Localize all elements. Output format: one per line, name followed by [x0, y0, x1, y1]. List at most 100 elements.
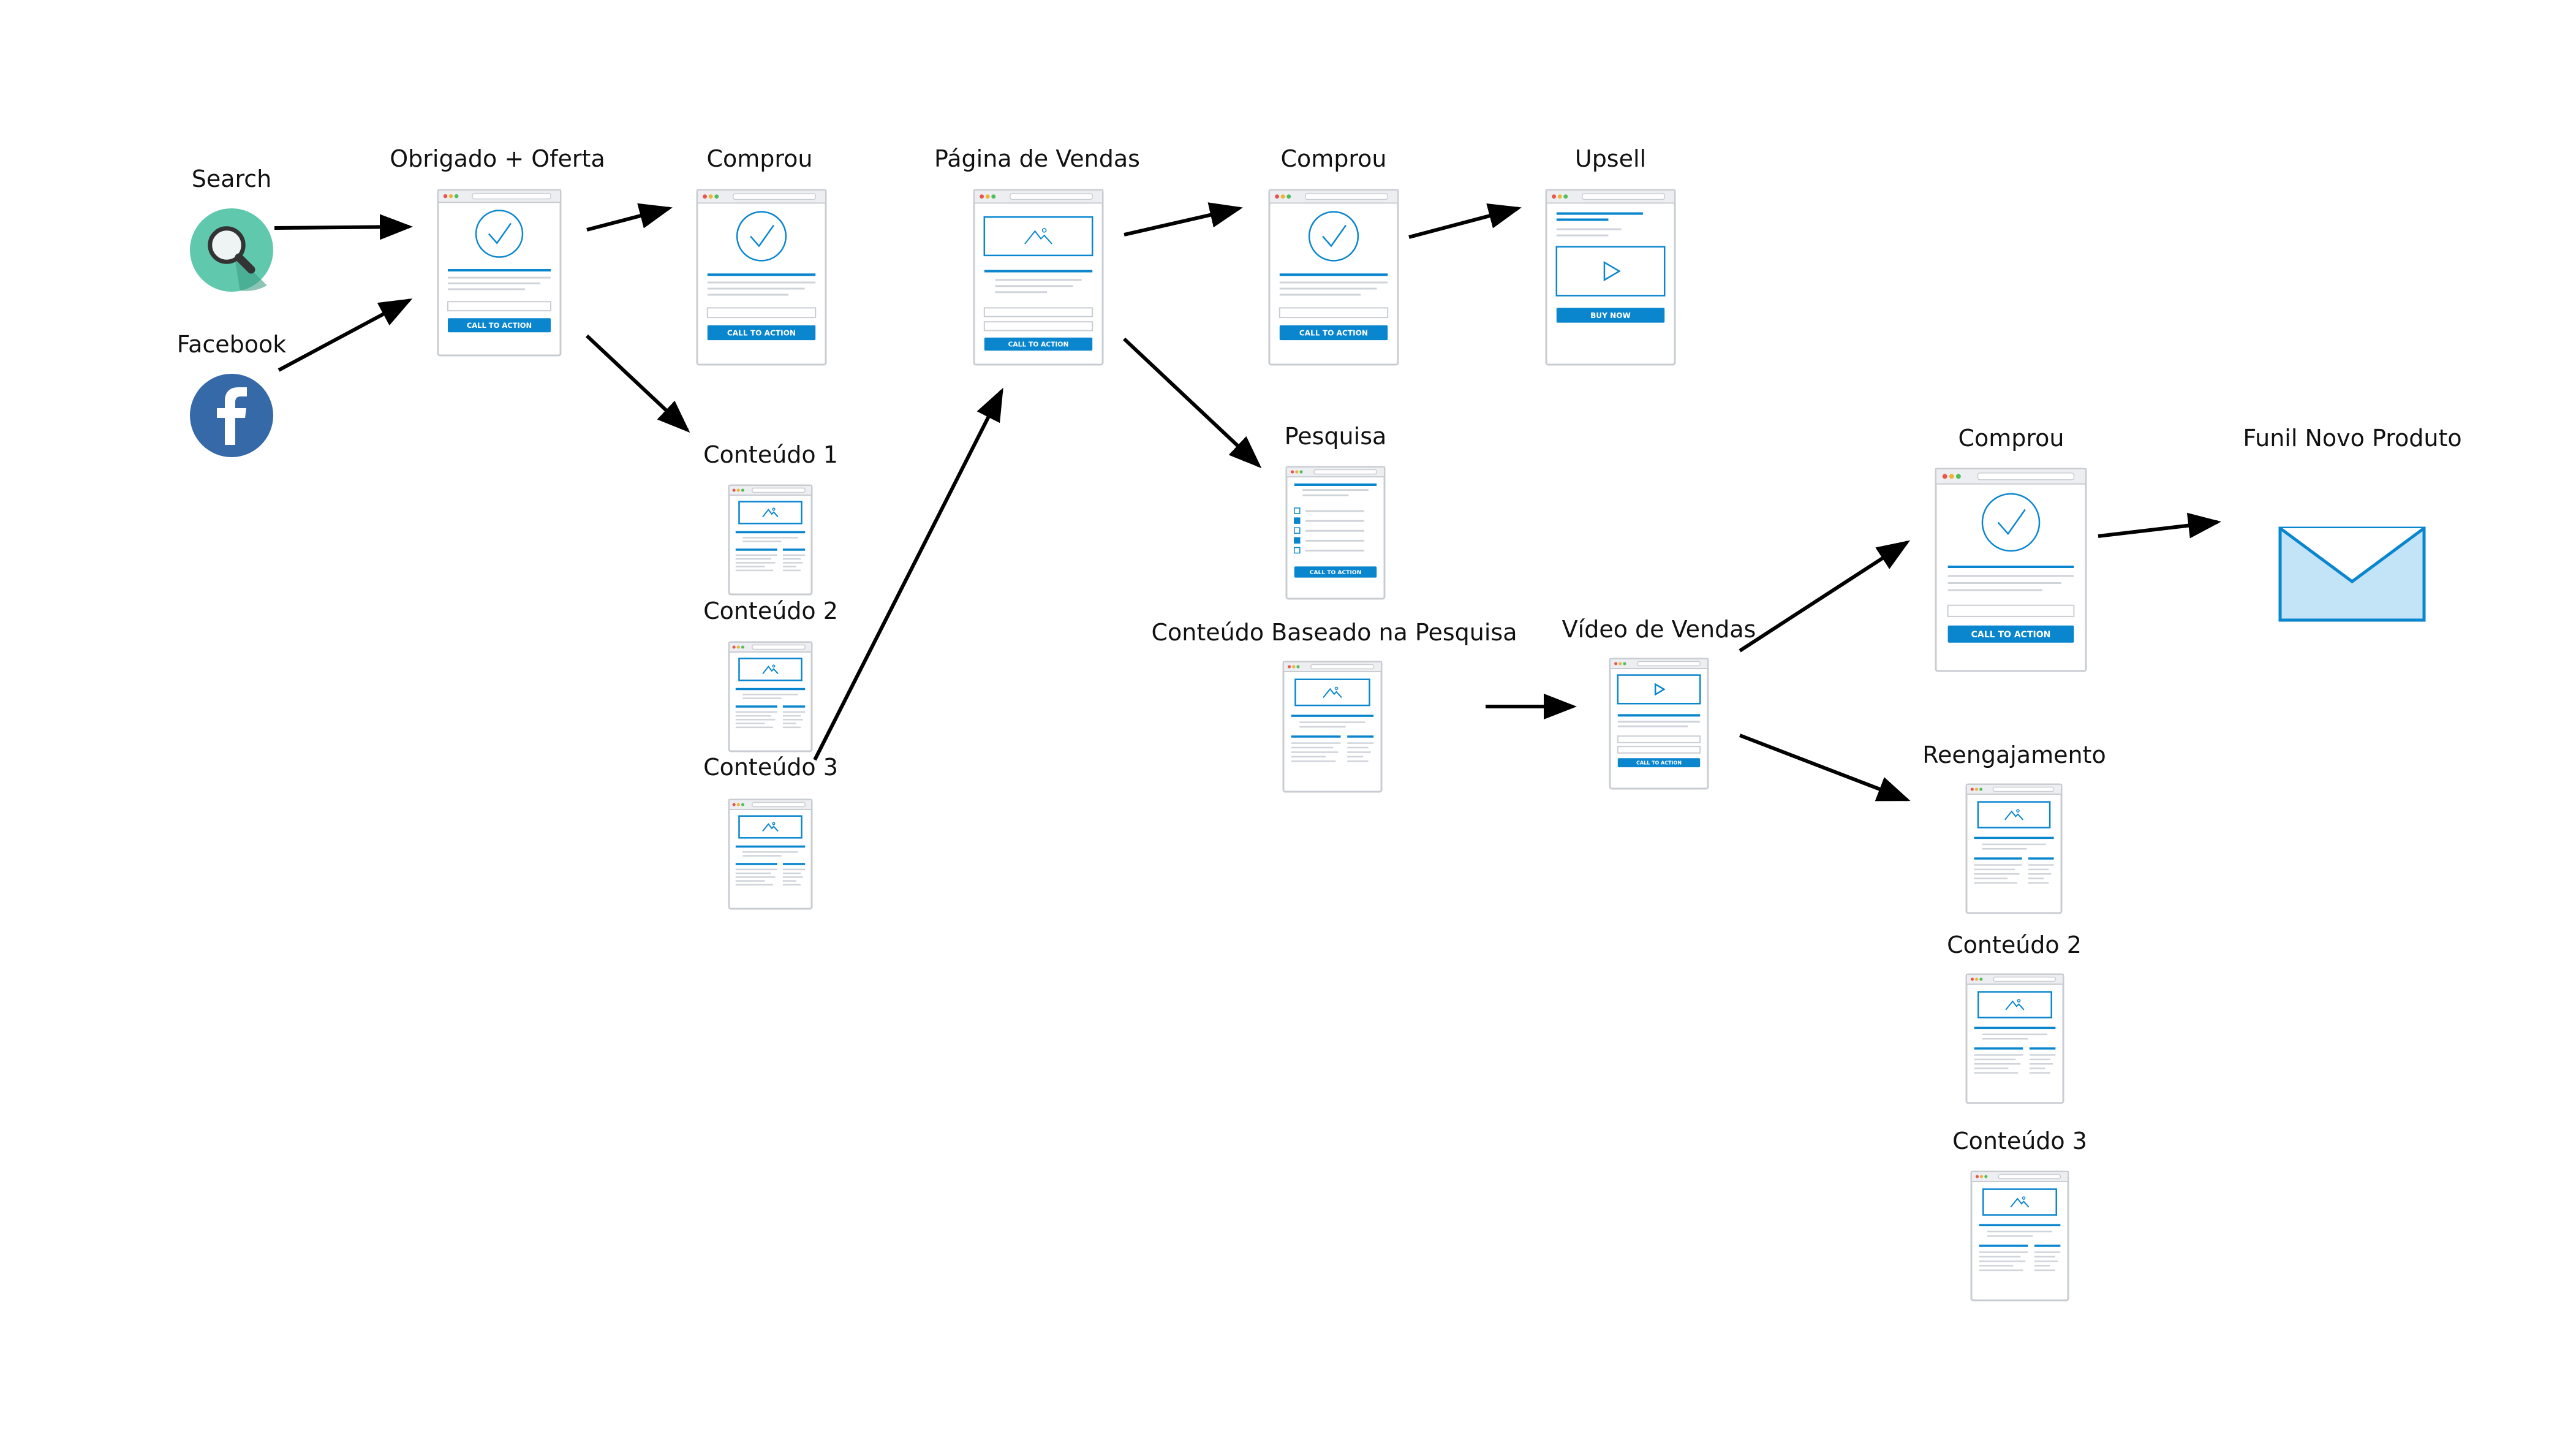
window-dot: [1970, 977, 1974, 981]
address-bar: [472, 192, 551, 200]
envelope-icon: [2278, 526, 2426, 622]
cta-button-label: CALL TO ACTION: [1310, 570, 1362, 576]
arrow-search-to-obrigado_oferta: [274, 214, 413, 240]
address-bar: [1305, 193, 1388, 200]
cta-button: CALL TO ACTION: [448, 318, 551, 333]
form-field: [983, 321, 1093, 332]
window-dot: [1292, 665, 1296, 669]
address-bar: [1310, 664, 1374, 670]
window-dot: [443, 194, 448, 199]
source-label: Facebook: [177, 331, 287, 358]
page-mockup: [1965, 973, 2064, 1104]
window-dot: [1979, 787, 1983, 791]
page-node-conteudo-3: Conteúdo 3: [703, 754, 838, 910]
window-dot: [1295, 470, 1299, 474]
image-placeholder-icon: [1982, 1188, 2057, 1216]
window-dot: [1286, 194, 1291, 199]
page-mockup: [728, 641, 813, 752]
page-label: Conteúdo 3: [703, 754, 838, 781]
page-mockup: [728, 798, 813, 910]
address-bar: [1993, 976, 2057, 982]
window-dot: [980, 194, 984, 199]
form-field: [1617, 746, 1701, 754]
window-dot: [448, 194, 453, 199]
window-dot: [708, 194, 713, 199]
radio-option: [1294, 537, 1301, 544]
page-label: Comprou: [1280, 145, 1386, 172]
page-label: Obrigado + Oferta: [390, 145, 605, 172]
checkmark-icon: [736, 211, 787, 262]
page-mockup: CALL TO ACTION: [1285, 466, 1386, 600]
address-bar: [1010, 193, 1093, 200]
page-mockup: CALL TO ACTION: [1609, 658, 1709, 790]
address-bar: [1582, 193, 1665, 200]
window-dot: [985, 194, 990, 199]
window-dot: [1980, 1175, 1984, 1178]
window-dot: [1557, 194, 1562, 199]
window-dot: [736, 645, 740, 649]
connector-arrows: [274, 202, 2221, 802]
arrow-comprou_2-to-upsell: [1408, 203, 1522, 239]
arrow-pagina_vendas-to-pesquisa: [1122, 337, 1262, 469]
cta-button: CALL TO ACTION: [984, 337, 1093, 351]
checkmark-icon: [475, 210, 524, 258]
window-dot: [736, 803, 740, 806]
source-node-facebook: Facebook: [177, 331, 287, 457]
window-dot: [1614, 662, 1618, 665]
window-dot: [991, 194, 996, 199]
page-mockup: [1970, 1170, 2069, 1302]
page-label: Pesquisa: [1285, 423, 1387, 450]
window-dot: [1299, 470, 1303, 474]
form-field: [1279, 307, 1389, 319]
cta-button-label: CALL TO ACTION: [1971, 630, 2051, 640]
window-dot: [1552, 194, 1557, 199]
address-bar: [1998, 1173, 2061, 1180]
image-placeholder-icon: [738, 658, 803, 681]
endpoint-label: Funil Novo Produto: [2243, 425, 2461, 452]
page-mockup: [1282, 661, 1383, 793]
page-label: Vídeo de Vendas: [1562, 616, 1756, 643]
page-mockup: [728, 484, 813, 596]
page-label: Conteúdo 1: [703, 441, 838, 468]
window-dot: [1974, 787, 1979, 791]
window-dot: [1280, 194, 1285, 199]
address-bar: [752, 644, 806, 650]
cta-button-label: BUY NOW: [1590, 311, 1631, 320]
address-bar: [733, 193, 816, 200]
window-dot: [1275, 194, 1280, 199]
window-dot: [714, 194, 719, 199]
form-field: [1947, 604, 2075, 617]
source-label: Search: [192, 165, 272, 192]
image-placeholder-icon: [983, 216, 1093, 257]
window-dot: [736, 488, 740, 492]
window-dot: [741, 645, 744, 649]
window-dot: [1979, 977, 1983, 981]
cta-button-label: CALL TO ACTION: [1636, 760, 1682, 765]
image-placeholder-icon: [738, 815, 803, 839]
radio-option: [1294, 517, 1301, 524]
window-dot: [741, 488, 744, 492]
window-dot: [741, 803, 744, 806]
image-placeholder-icon: [1294, 678, 1370, 707]
image-placeholder-icon: [1977, 991, 2052, 1018]
page-label: Página de Vendas: [934, 145, 1140, 172]
cta-button: CALL TO ACTION: [1617, 758, 1701, 768]
checkmark-icon: [1981, 493, 2041, 552]
window-dot: [732, 803, 736, 806]
window-dot: [703, 194, 708, 199]
source-node-search: Search: [190, 165, 273, 292]
page-label: Reengajamento: [1922, 741, 2106, 768]
page-label: Upsell: [1575, 145, 1646, 172]
image-placeholder-icon: [738, 501, 803, 525]
window-dot: [1296, 665, 1300, 669]
window-dot: [1975, 1175, 1979, 1178]
address-bar: [1977, 472, 2075, 480]
arrow-video_vendas-to-comprou_3: [1739, 540, 1911, 653]
cta-button-label: CALL TO ACTION: [727, 328, 796, 337]
window-dot: [1949, 474, 1954, 479]
window-dot: [1618, 662, 1622, 665]
page-node-conteudo-2b: Conteúdo 2: [1947, 931, 2082, 1104]
